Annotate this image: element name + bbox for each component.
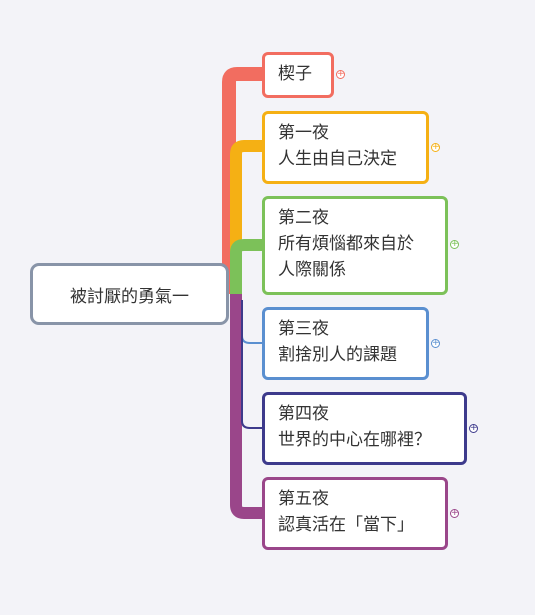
collapse-toggle-icon[interactable]: + <box>431 142 440 152</box>
connector-spine-green <box>230 239 262 294</box>
topic-line: 第二夜 <box>278 208 329 228</box>
root-topic[interactable]: 被討厭的勇氣一 <box>30 263 229 325</box>
topic-night-2[interactable]: 第二夜 所有煩惱都來自於 人際關係 <box>262 196 448 295</box>
topic-line: 第五夜 <box>278 489 329 509</box>
topic-line: 割捨別人的課題 <box>278 345 397 365</box>
connector-blue <box>241 300 262 344</box>
topic-night-5[interactable]: 第五夜 認真活在「當下」 <box>262 477 448 550</box>
root-topic-label: 被討厭的勇氣一 <box>70 286 189 307</box>
collapse-toggle-icon[interactable]: + <box>469 423 478 433</box>
collapse-toggle-icon[interactable]: + <box>450 239 459 249</box>
topic-line: 世界的中心在哪裡？ <box>278 430 431 450</box>
topic-prologue[interactable]: 楔子 <box>262 52 334 98</box>
topic-night-1[interactable]: 第一夜 人生由自己決定 <box>262 111 429 184</box>
collapse-toggle-icon[interactable]: + <box>336 69 345 79</box>
collapse-toggle-icon[interactable]: + <box>450 508 459 518</box>
topic-line: 認真活在「當下」 <box>278 515 414 535</box>
topic-night-3[interactable]: 第三夜 割捨別人的課題 <box>262 307 429 380</box>
topic-line: 人際關係 <box>278 260 346 280</box>
connector-navy <box>241 300 262 429</box>
topic-line: 人生由自己決定 <box>278 149 397 169</box>
topic-line: 第四夜 <box>278 404 329 424</box>
topic-line: 楔子 <box>278 64 312 84</box>
connector-spine-purple <box>230 294 262 519</box>
topic-night-4[interactable]: 第四夜 世界的中心在哪裡？ <box>262 392 467 465</box>
topic-line: 所有煩惱都來自於 <box>278 234 414 254</box>
topic-line: 第三夜 <box>278 319 329 339</box>
topic-line: 第一夜 <box>278 123 329 143</box>
collapse-toggle-icon[interactable]: + <box>431 338 440 348</box>
